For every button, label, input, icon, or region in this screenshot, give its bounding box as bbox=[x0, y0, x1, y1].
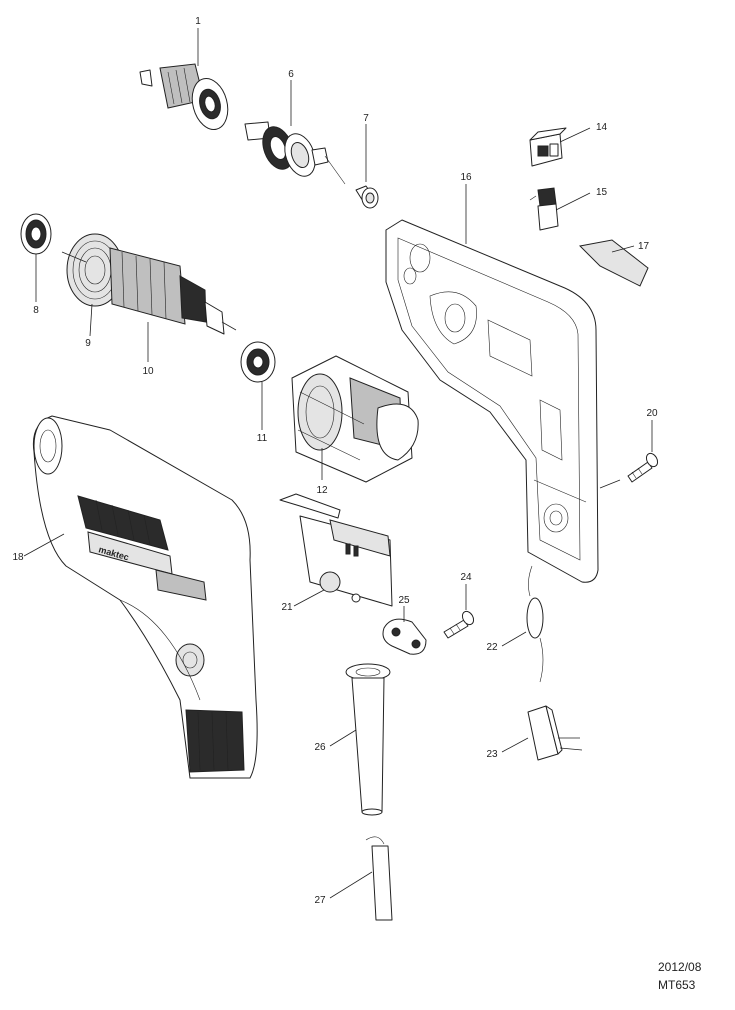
housing-set-icon: maktec bbox=[32, 415, 258, 779]
nameplate-icon bbox=[578, 239, 649, 287]
armature-icon bbox=[61, 247, 237, 335]
spindle-gear-icon bbox=[244, 121, 346, 185]
callout-15: 15 bbox=[596, 187, 608, 198]
tapping-screw-icon bbox=[627, 452, 659, 483]
switch-icon bbox=[279, 493, 393, 607]
noise-suppressor-icon bbox=[526, 565, 544, 683]
callout-25: 25 bbox=[398, 595, 410, 606]
callout-27: 27 bbox=[314, 895, 326, 906]
tapping-screw-icon bbox=[443, 610, 475, 639]
footer-model: MT653 bbox=[658, 978, 696, 992]
callout-18: 18 bbox=[12, 552, 24, 563]
callout-14: 14 bbox=[596, 122, 608, 133]
callout-6: 6 bbox=[288, 69, 294, 80]
power-cord-icon bbox=[365, 836, 393, 921]
callout-20: 20 bbox=[646, 408, 658, 419]
sleeve-icon bbox=[355, 185, 379, 209]
carbon-brush-holder-icon bbox=[529, 127, 567, 167]
capacitor-icon bbox=[527, 705, 583, 761]
field-stator-icon bbox=[291, 355, 419, 483]
callout-10: 10 bbox=[142, 366, 154, 377]
callout-11: 11 bbox=[257, 433, 268, 444]
callout-23: 23 bbox=[486, 749, 498, 760]
callout-9: 9 bbox=[85, 338, 91, 349]
callout-26: 26 bbox=[314, 742, 326, 753]
callout-8: 8 bbox=[33, 305, 39, 316]
cord-guard-icon bbox=[345, 663, 391, 816]
callout-17: 17 bbox=[638, 241, 650, 252]
drill-chuck-icon bbox=[139, 63, 229, 130]
callout-1: 1 bbox=[195, 16, 201, 27]
callout-24: 24 bbox=[460, 572, 472, 583]
housing-half-icon bbox=[385, 219, 599, 583]
callout-12: 12 bbox=[316, 485, 328, 496]
ball-bearing-icon bbox=[20, 213, 52, 255]
carbon-brush-icon bbox=[529, 187, 559, 231]
footer-date: 2012/08 bbox=[658, 960, 702, 974]
callout-7: 7 bbox=[363, 113, 369, 124]
strain-relief-icon bbox=[382, 618, 427, 655]
ball-bearing-icon bbox=[240, 341, 276, 383]
callout-21: 21 bbox=[281, 602, 293, 613]
callout-16: 16 bbox=[460, 172, 472, 183]
callout-22: 22 bbox=[486, 642, 498, 653]
